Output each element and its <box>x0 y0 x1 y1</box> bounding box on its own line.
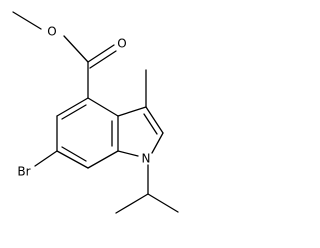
bond-c6-c7-inner <box>61 146 87 162</box>
bond-c4-c5 <box>56 97 89 117</box>
skeletal-structure-diagram: O O N Br <box>12 11 179 214</box>
carbonyl-oxygen-label: O <box>117 37 126 51</box>
bond-c6-c7 <box>56 150 89 169</box>
ring-nitrogen-label: N <box>142 152 151 166</box>
benzene-ring <box>56 97 119 169</box>
bond-c2-n1 <box>151 132 164 154</box>
bond-ester-oxygen-carbonyl <box>63 35 89 63</box>
ester-oxygen-label: O <box>47 25 56 39</box>
bond-c6-bromine <box>34 150 58 167</box>
bond-n1-c7a <box>117 150 139 157</box>
bond-carbonyl-double-inner <box>89 50 117 69</box>
isopropyl-group <box>115 164 179 214</box>
bond-carbonyl-double-outer <box>87 44 115 63</box>
bond-c3a-c3 <box>117 106 147 117</box>
bond-c3-c2 <box>145 106 164 134</box>
bond-methyl-ester-oxygen <box>12 11 42 30</box>
bond-c3-c2-inner <box>143 113 158 135</box>
bond-c7-c7a <box>87 150 119 169</box>
methyl-ester-group <box>12 11 117 99</box>
bromine-label: Br <box>17 165 30 179</box>
bond-c3a-c4 <box>87 97 119 117</box>
bond-ch-methyl-right <box>147 193 179 213</box>
pyrrole-ring <box>117 106 164 157</box>
bond-ch-methyl-left <box>115 193 149 214</box>
bond-c4-c5-inner <box>61 104 87 120</box>
